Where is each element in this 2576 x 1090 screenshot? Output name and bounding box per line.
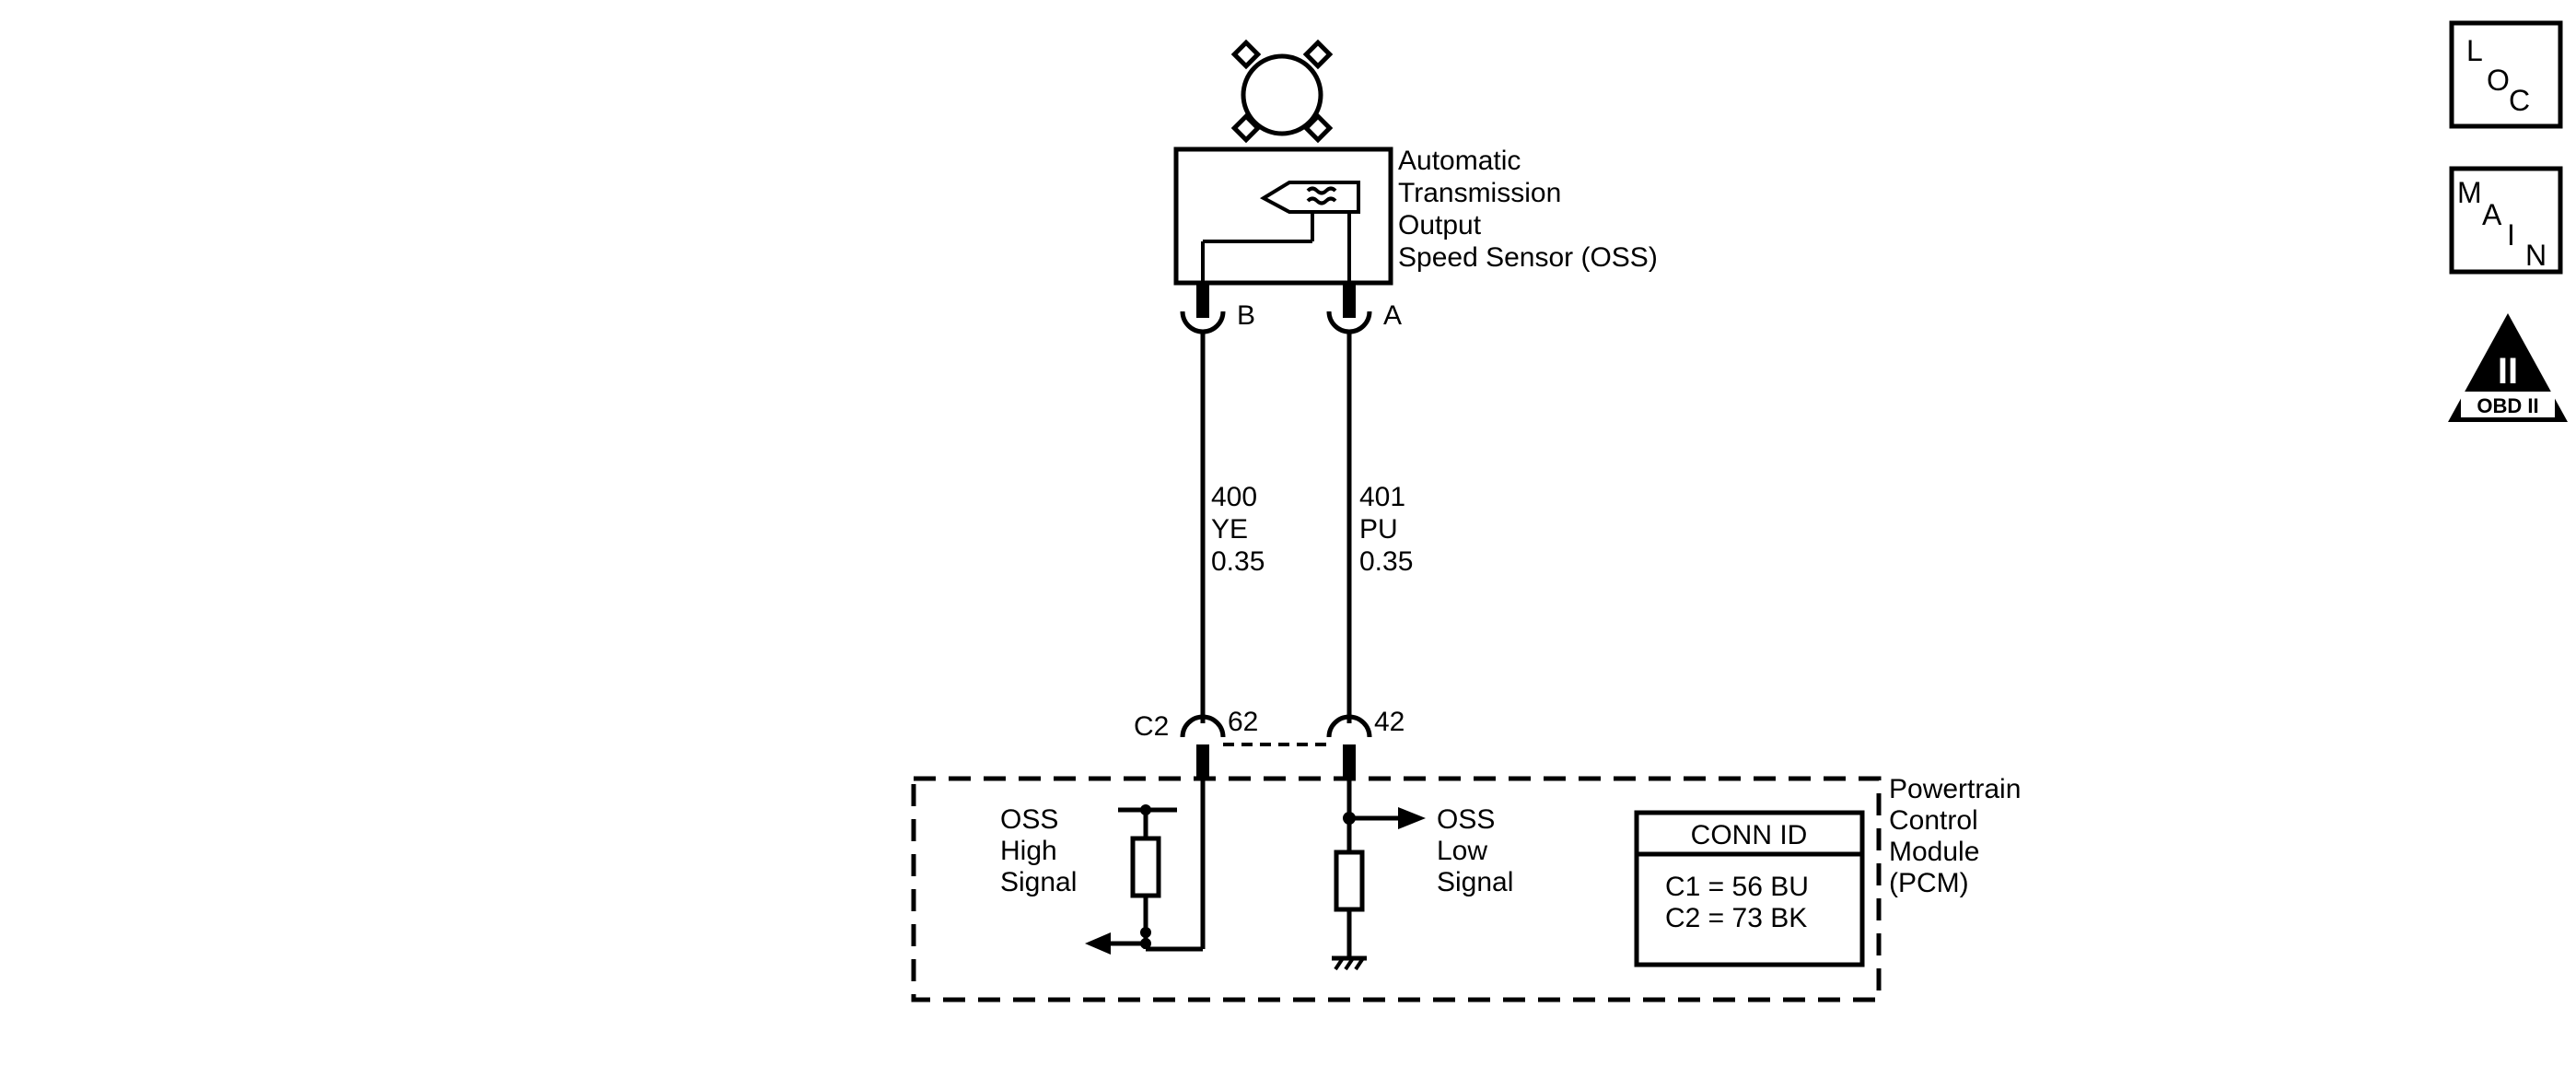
conn-id-row: C2 = 73 BK xyxy=(1665,903,1807,933)
loc-badge-icon[interactable]: L O C xyxy=(2449,20,2563,129)
svg-text:II: II xyxy=(2498,351,2518,392)
high-signal-circuit xyxy=(1085,778,1206,955)
sensor-pin-b xyxy=(1180,281,1226,334)
pcm-pin-62 xyxy=(1180,714,1226,778)
low-signal-circuit xyxy=(1332,778,1426,971)
conn-id-title: CONN ID xyxy=(1691,820,1808,850)
svg-text:I: I xyxy=(2507,218,2515,252)
sensor-label: Automatic Transmission Output Speed Sens… xyxy=(1398,146,1658,273)
low-signal-label: OSS Low Signal xyxy=(1437,804,1513,897)
high-signal-label: OSS High Signal xyxy=(1000,804,1077,897)
sensor-box xyxy=(1173,147,1393,286)
conn-id-row: C1 = 56 BU xyxy=(1665,872,1809,902)
conn-id-box xyxy=(1634,810,1865,967)
sensor-connector-icon xyxy=(1230,39,1334,144)
pin-b-label: B xyxy=(1237,300,1255,331)
pin-62-label: 62 xyxy=(1228,707,1258,737)
main-badge-icon[interactable]: M A I N xyxy=(2449,166,2563,275)
sensor-pin-a xyxy=(1326,281,1372,334)
conn-id-rows: C1 = 56 BU C2 = 73 BK xyxy=(1665,872,1816,933)
svg-text:C: C xyxy=(2509,84,2530,117)
pin-42-label: 42 xyxy=(1374,707,1405,737)
connector-label: C2 xyxy=(1134,711,1169,742)
wire-400-label: 400 YE 0.35 xyxy=(1211,482,1265,577)
svg-text:L: L xyxy=(2466,34,2483,67)
pin-a-label: A xyxy=(1383,300,1402,331)
svg-text:N: N xyxy=(2525,239,2547,272)
pcm-pin-42 xyxy=(1326,714,1372,778)
obd-ii-badge-icon[interactable]: II OBD II xyxy=(2448,313,2568,422)
wire-401-label: 401 PU 0.35 xyxy=(1359,482,1413,577)
svg-text:A: A xyxy=(2482,198,2502,231)
pcm-label: Powertrain Control Module (PCM) xyxy=(1889,774,2029,898)
pcm-boundary xyxy=(911,776,1882,1002)
svg-text:OBD II: OBD II xyxy=(2477,394,2538,417)
svg-text:M: M xyxy=(2457,176,2482,209)
svg-text:O: O xyxy=(2487,64,2510,97)
